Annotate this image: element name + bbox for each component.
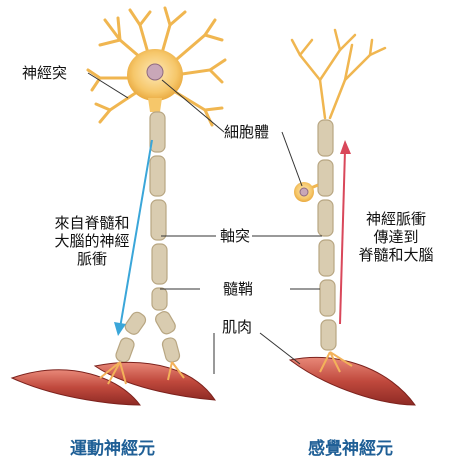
sensory-muscle xyxy=(288,356,416,406)
myelin-label: 髓鞘 xyxy=(223,280,254,298)
axon-label: 軸突 xyxy=(220,227,251,245)
sensory-signal-line-2: 傳達到 xyxy=(373,228,419,246)
muscle-label: 肌肉 xyxy=(222,318,253,336)
motor-muscle-2 xyxy=(93,361,216,401)
sensory-signal-line-1: 神經脈衝 xyxy=(365,210,426,228)
sensory-dendrites xyxy=(290,28,387,120)
motor-signal-arrow xyxy=(114,139,153,336)
sensory-neuron xyxy=(288,28,416,406)
motor-signal-line-2: 大腦的神經 xyxy=(54,232,130,250)
motor-myelin xyxy=(115,111,181,363)
sensory-nucleus xyxy=(299,187,309,197)
sensory-signal-line-3: 脊髓和大腦 xyxy=(358,246,434,264)
dendrite-label: 神經突 xyxy=(22,64,68,82)
sensory-neuron-title: 感覺神經元 xyxy=(308,439,393,459)
sensory-myelin xyxy=(317,119,337,351)
motor-nucleus xyxy=(146,63,164,81)
motor-neuron-title: 運動神經元 xyxy=(70,439,155,459)
leader-lines xyxy=(87,72,322,374)
cell-body-label: 細胞體 xyxy=(224,123,270,141)
motor-dendrites xyxy=(86,6,227,127)
motor-neuron xyxy=(10,6,227,406)
motor-muscle-1 xyxy=(10,369,141,406)
sensory-signal-arrow xyxy=(339,140,351,325)
motor-signal-label: 來自脊髓和 大腦的神經 脈衝 xyxy=(42,214,142,268)
motor-signal-line-3: 脈衝 xyxy=(76,250,107,268)
sensory-signal-label: 神經脈衝 傳達到 脊髓和大腦 xyxy=(340,210,452,264)
motor-signal-line-1: 來自脊髓和 xyxy=(54,214,130,232)
